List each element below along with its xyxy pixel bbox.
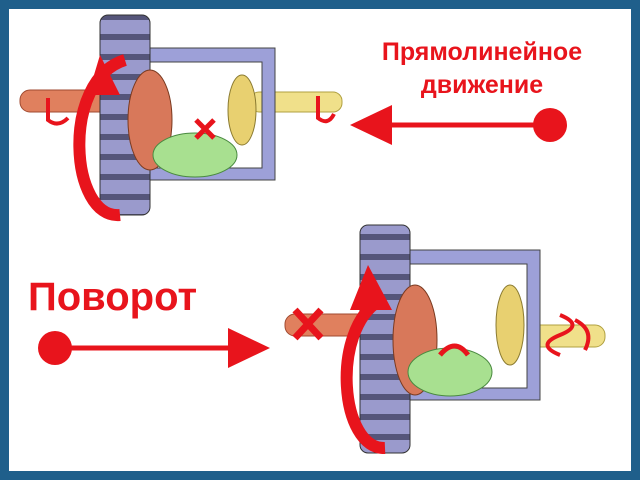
right-side-gear <box>227 74 257 146</box>
rotation-arrow <box>340 294 386 455</box>
right-side-gear <box>495 284 525 366</box>
axle-rotation-icon <box>46 98 70 126</box>
cross-icon <box>194 118 216 140</box>
arrow-head <box>350 265 392 310</box>
turn-label: Поворот <box>28 275 198 319</box>
right-axle <box>529 324 606 348</box>
arrow-head <box>88 55 120 95</box>
cross-icon <box>292 307 324 341</box>
arrow-head <box>350 105 392 145</box>
straight-motion-label: Прямолинейное движение <box>381 38 583 99</box>
axle-rotation-icon <box>316 96 336 124</box>
spider-gear <box>152 132 238 178</box>
spider-rotation-icon <box>438 343 471 357</box>
axle-rotation-icon <box>545 313 591 357</box>
spider-gear <box>407 347 493 397</box>
arrow-head <box>228 328 270 368</box>
straight-motion-differential <box>19 14 567 221</box>
turn-differential <box>38 224 606 455</box>
